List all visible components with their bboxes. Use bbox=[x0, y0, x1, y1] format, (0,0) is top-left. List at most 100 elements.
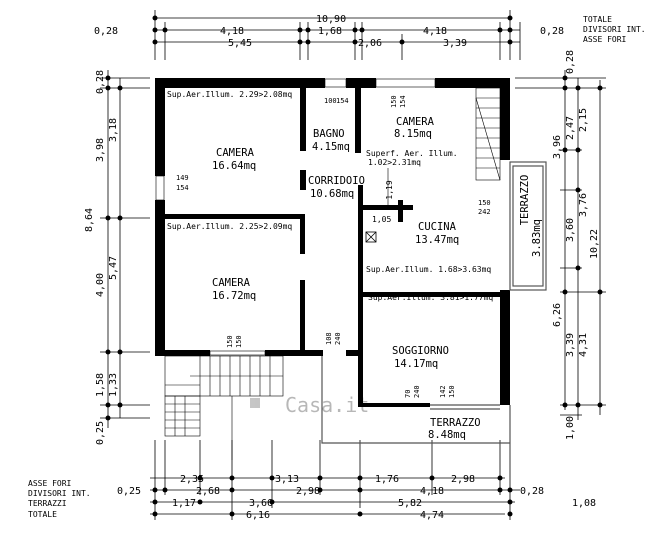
camera2-area: 8.15mq bbox=[394, 128, 432, 140]
win-soggiorno-a-h: 240 bbox=[413, 385, 421, 398]
camera3-name: CAMERA bbox=[212, 277, 251, 289]
right-dim-8: 2,15 bbox=[578, 108, 589, 132]
interior-walls bbox=[155, 88, 500, 407]
right-dim-10: 4,31 bbox=[578, 333, 589, 357]
bottom-dimension-dots bbox=[152, 475, 513, 517]
right-dim-4: 1,00 bbox=[565, 416, 576, 440]
bottom-legend-0: ASSE FORI bbox=[28, 479, 72, 488]
right-dim-1: 3,96 bbox=[552, 135, 563, 159]
left-dim-3: 1,58 bbox=[95, 373, 106, 397]
camera2-name: CAMERA bbox=[396, 116, 435, 128]
win-bagno-w: 100 bbox=[324, 97, 337, 105]
terrazzo-right-name: TERRAZZO bbox=[519, 175, 531, 226]
right-dim-3: 6,26 bbox=[552, 303, 563, 327]
left-dim-7: 4,00 bbox=[95, 273, 106, 297]
win-camera1-h: 154 bbox=[176, 184, 189, 192]
note-soggiorno: Sup.Aer.Illum. 3.81>1.77mq bbox=[368, 293, 493, 302]
exterior-walls bbox=[155, 78, 510, 405]
bagno-area: 4.15mq bbox=[312, 141, 350, 153]
win-bagno-h: 154 bbox=[336, 97, 349, 105]
top-dim-1: 4,18 bbox=[220, 26, 244, 37]
top-dim-3: 4,18 bbox=[423, 26, 447, 37]
cucina-area: 13.47mq bbox=[415, 234, 459, 246]
right-dim-2: 3,60 bbox=[565, 218, 576, 242]
terrazzo-right-area: 3.83mq bbox=[531, 219, 543, 257]
note-camera2-a: Superf. Aer. Illum. bbox=[366, 149, 458, 158]
bottom-dim-0: 2,35 bbox=[180, 474, 204, 485]
win-camera2-h: 154 bbox=[399, 95, 407, 108]
left-dim-1: 3,98 bbox=[95, 138, 106, 162]
top-dim-4: 0,28 bbox=[540, 26, 564, 37]
bottom-dim-3: 2,98 bbox=[451, 474, 475, 485]
dim-1-19: 1,19 bbox=[385, 180, 394, 199]
win-soggiorno-b-w: 142 bbox=[439, 385, 447, 398]
left-dimension-dots bbox=[105, 75, 123, 421]
top-legend-0: TOTALE bbox=[583, 15, 612, 24]
corridoio-area: 10.68mq bbox=[310, 188, 354, 200]
kitchen-box bbox=[365, 231, 377, 243]
door-soggiorno-w: 108 bbox=[325, 332, 333, 345]
note-camera2-b: 1.02>2.31mq bbox=[368, 158, 421, 167]
win-camera2-w: 150 bbox=[390, 95, 398, 108]
soggiorno-area: 14.17mq bbox=[394, 358, 438, 370]
door-soggiorno-h: 240 bbox=[334, 332, 342, 345]
top-dim-8: 3,39 bbox=[443, 38, 467, 49]
win-cucina-w: 150 bbox=[478, 199, 491, 207]
camera1-area: 16.64mq bbox=[212, 160, 256, 172]
terrazzo-bottom-name: TERRAZZO bbox=[430, 417, 481, 429]
note-cucina: Sup.Aer.Illum. 1.68>3.63mq bbox=[366, 265, 491, 274]
terrazzo-bottom-area: 8.48mq bbox=[428, 429, 466, 441]
top-dim-6: 1,68 bbox=[318, 26, 342, 37]
bottom-dim-2: 1,76 bbox=[375, 474, 399, 485]
right-dim-0: 0,28 bbox=[565, 50, 576, 74]
left-dim-0: 0,28 bbox=[95, 70, 106, 94]
cucina-name: CUCINA bbox=[418, 221, 457, 233]
left-dim-4: 0,25 bbox=[95, 421, 106, 445]
bottom-dim-9: 1,17 bbox=[172, 498, 196, 509]
bottom-dim-14: 4,74 bbox=[420, 510, 444, 521]
note-camera1: Sup.Aer.Illum. 2.29>2.08mq bbox=[167, 90, 292, 99]
bottom-dim-7: 4,18 bbox=[420, 486, 444, 497]
bottom-dim-10: 3,66 bbox=[249, 498, 273, 509]
left-dim-8: 1,33 bbox=[108, 373, 119, 397]
left-dim-2: 8,64 bbox=[84, 208, 95, 232]
staircase-bottom bbox=[164, 355, 284, 460]
bottom-dim-12: 1,08 bbox=[572, 498, 596, 509]
left-dim-6: 5,47 bbox=[108, 256, 119, 280]
top-dim-7: 2,06 bbox=[358, 38, 382, 49]
camera3-area: 16.72mq bbox=[212, 290, 256, 302]
win-soggiorno-a-w: 70 bbox=[404, 390, 412, 398]
top-dim-total: 10,90 bbox=[316, 14, 346, 25]
window-gaps bbox=[155, 78, 436, 356]
right-dim-9: 10,22 bbox=[589, 229, 600, 259]
bottom-dim-5: 2,68 bbox=[196, 486, 220, 497]
right-dim-5: 2,47 bbox=[565, 116, 576, 140]
left-dim-5: 3,18 bbox=[108, 118, 119, 142]
dim-1-05: 1,05 bbox=[372, 215, 391, 224]
win-camera3-w: 150 bbox=[226, 335, 234, 348]
bottom-dim-6: 2,98 bbox=[296, 486, 320, 497]
top-dimension-dots bbox=[152, 15, 513, 45]
bottom-legend-1: DIVISORI INT. bbox=[28, 489, 91, 498]
bottom-dim-13: 6,16 bbox=[246, 510, 270, 521]
right-dim-6: 3,76 bbox=[578, 193, 589, 217]
top-legend-2: ASSE FORI bbox=[583, 35, 627, 44]
top-dim-0: 0,28 bbox=[94, 26, 118, 37]
win-camera3-h: 150 bbox=[235, 335, 243, 348]
bottom-legend-3: TOTALE bbox=[28, 510, 57, 519]
terrazzo-right-outline bbox=[509, 161, 547, 291]
right-dim-7: 3,39 bbox=[565, 333, 576, 357]
watermark-logo: Casa.it bbox=[250, 393, 369, 417]
soggiorno-name: SOGGIORNO bbox=[392, 345, 449, 357]
staircase-top bbox=[475, 87, 501, 181]
win-soggiorno-b-h: 150 bbox=[448, 385, 456, 398]
corridoio-name: CORRIDOIO bbox=[308, 175, 365, 187]
terrazzo-bottom-outline bbox=[321, 356, 511, 444]
win-camera1-w: 149 bbox=[176, 174, 189, 182]
bottom-dim-8: 0,28 bbox=[520, 486, 544, 497]
win-cucina-h: 242 bbox=[478, 208, 491, 216]
right-dimension-dots bbox=[562, 75, 603, 408]
bottom-dim-11: 5,82 bbox=[398, 498, 422, 509]
camera1-name: CAMERA bbox=[216, 147, 255, 159]
